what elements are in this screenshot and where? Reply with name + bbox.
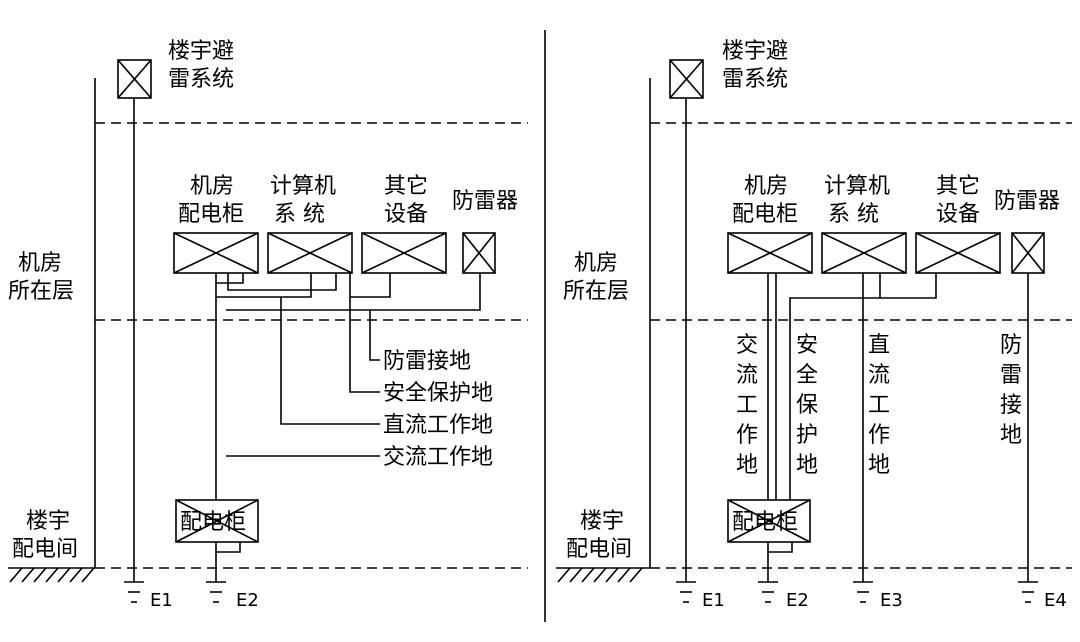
- right-electrode-e3: E3: [853, 581, 903, 611]
- left-panel-box: 配电柜: [175, 499, 259, 543]
- right-cabinet-3-label-1: 其它: [936, 174, 980, 199]
- right-electrode-e2-label: E2: [786, 590, 809, 611]
- left-cabinet-4-box: [462, 232, 496, 274]
- left-ground-hatch: [9, 567, 95, 583]
- left-cabinet-wiring: [215, 273, 481, 500]
- right-cabinet-4-box: [1011, 232, 1045, 274]
- left-cabinet-2-label-2: 系 统: [274, 202, 325, 227]
- left-cabinet-2-label-1: 计算机: [270, 174, 336, 199]
- right-cabinet-2-label-2: 系 统: [828, 202, 879, 227]
- left-room-label-2: 配电间: [12, 537, 78, 562]
- right-vlabel-lightning: 防雷接地: [1000, 333, 1022, 448]
- right-lightning-box: [669, 59, 704, 99]
- right-cabinet-1-box: [727, 232, 813, 274]
- left-cabinet-1-label-1: 机房: [190, 174, 234, 199]
- right-cabinet-2-box: [821, 232, 907, 274]
- left-panel-lead: [215, 542, 241, 582]
- left-ground-label-safety: 安全保护地: [383, 381, 493, 406]
- left-ground-label-lightning: 防雷接地: [383, 349, 471, 374]
- right-cabinet-wiring: [767, 273, 1029, 582]
- left-lightning-label-1: 楼宇避: [168, 39, 234, 64]
- right-electrode-e4-label: E4: [1044, 590, 1067, 611]
- right-vlabel-safety: 安全保护地: [796, 333, 818, 478]
- right-electrode-e2: E2: [758, 581, 809, 611]
- left-floor-label-2: 所在层: [8, 279, 74, 304]
- left-cabinet-3-label-1: 其它: [384, 174, 428, 199]
- right-electrode-e1-label: E1: [702, 590, 725, 611]
- right-electrode-e4: E4: [1018, 581, 1067, 611]
- left-electrode-e2: E2: [206, 581, 259, 611]
- left-electrode-e1-label: E1: [150, 590, 173, 611]
- left-cabinet-4-label: 防雷器: [452, 189, 518, 214]
- right-panel-lead: [767, 542, 793, 582]
- right-floor-label-1: 机房: [574, 251, 618, 276]
- right-room-label-1: 楼宇: [580, 509, 624, 534]
- left-panel: 楼宇避 雷系统 机房 所在层 楼宇 配电间 机房 配电柜 计算机 系 统 其它 …: [8, 39, 528, 611]
- left-lightning-box: [117, 59, 152, 99]
- right-cabinet-1-label-1: 机房: [744, 174, 788, 199]
- left-cabinet-1-label-2: 配电柜: [178, 202, 244, 227]
- right-cabinet-2-label-1: 计算机: [824, 174, 890, 199]
- right-cabinet-3-box: [915, 232, 1001, 274]
- left-room-label-1: 楼宇: [26, 509, 70, 534]
- left-cabinet-1-box: [173, 232, 259, 274]
- left-electrode-e2-label: E2: [236, 590, 259, 611]
- right-panel-box: 配电柜: [727, 499, 811, 543]
- right-floor-label-2: 所在层: [563, 279, 629, 304]
- right-electrode-e1: E1: [676, 581, 725, 611]
- left-ground-label-ac: 交流工作地: [383, 445, 493, 470]
- left-cabinet-2-box: [267, 232, 353, 274]
- left-floor-label-1: 机房: [18, 251, 62, 276]
- right-lightning-label-1: 楼宇避: [722, 39, 788, 64]
- right-cabinet-4-label: 防雷器: [994, 189, 1060, 214]
- left-lightning-label-2: 雷系统: [168, 67, 234, 92]
- right-panel: 楼宇避 雷系统 机房 所在层 楼宇 配电间 机房 配电柜 计算机 系 统 其它 …: [556, 39, 1072, 611]
- right-ground-hatch: [557, 567, 643, 583]
- right-vlabel-ac: 交流工作地: [736, 333, 758, 478]
- left-cabinet-3-label-2: 设备: [384, 202, 428, 227]
- left-panel-label: 配电柜: [180, 510, 246, 535]
- left-cabinet-3-box: [361, 232, 447, 274]
- right-electrode-e3-label: E3: [880, 590, 903, 611]
- right-panel-label: 配电柜: [732, 510, 798, 535]
- left-ground-label-dc: 直流工作地: [383, 413, 493, 438]
- right-vlabel-dc: 直流工作地: [868, 333, 890, 478]
- right-lightning-label-2: 雷系统: [722, 67, 788, 92]
- right-room-label-2: 配电间: [566, 537, 632, 562]
- left-electrode-e1: E1: [124, 581, 173, 611]
- right-cabinet-1-label-2: 配电柜: [732, 202, 798, 227]
- left-ground-leaders: [226, 297, 380, 457]
- right-cabinet-3-label-2: 设备: [936, 202, 980, 227]
